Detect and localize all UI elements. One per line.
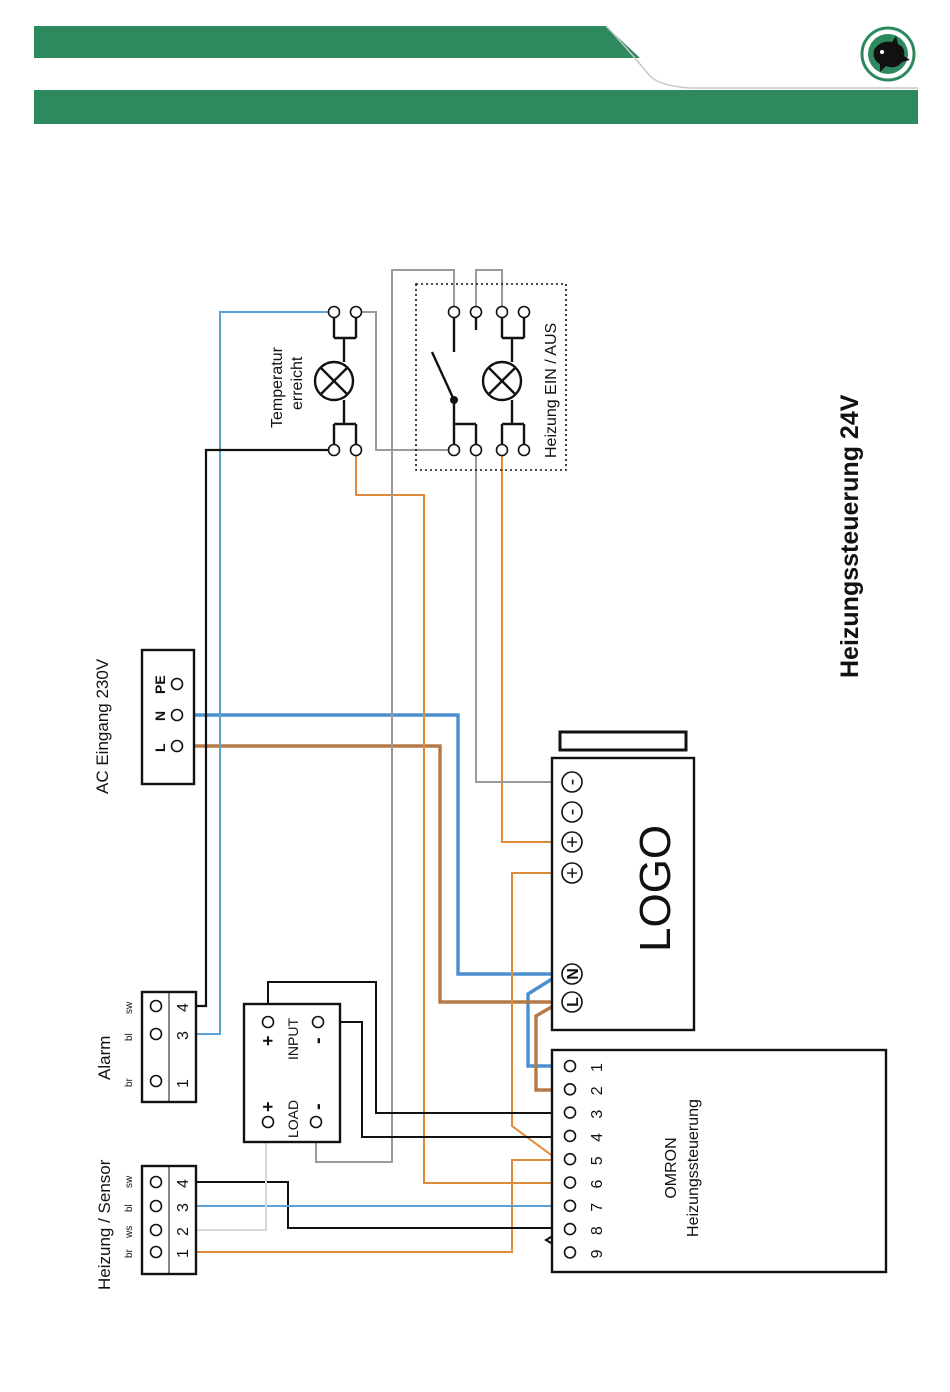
omron-label-1: OMRON — [663, 1137, 680, 1198]
alarm-screw-3 — [151, 1029, 162, 1040]
omron-terminal-number: 2 — [589, 1086, 606, 1095]
temp-lamp-term-1 — [329, 307, 340, 318]
temp-lamp-label-1: Temperatur — [269, 346, 286, 428]
ssr-input-minus-sign: - — [307, 1037, 329, 1044]
alarm-wire-sw: sw — [124, 1001, 135, 1014]
temp-lamp-term-3 — [329, 445, 340, 456]
omron-terminal-number: 9 — [589, 1249, 606, 1258]
wire-ssr-input-minus — [318, 1022, 570, 1137]
alarm-screw-1 — [151, 1076, 162, 1087]
omron-label-2: Heizungssteuerung — [685, 1099, 702, 1237]
sensor-num-3: 3 — [175, 1203, 192, 1212]
sensor-wire-bl: bl — [124, 1204, 135, 1212]
alarm-num-4: 4 — [175, 1003, 192, 1012]
header-top-bar — [34, 26, 640, 58]
ssr-input-label: INPUT — [285, 1018, 301, 1060]
omron-terminal-number: 5 — [589, 1156, 606, 1165]
ac-input-block: AC Eingang 230V L N PE — [93, 650, 194, 794]
switch-block: Heizung EIN / AUS — [416, 284, 566, 470]
ac-terminal-l: L — [152, 743, 168, 752]
alarm-label: Alarm — [95, 1036, 114, 1080]
header-bottom-bar — [34, 90, 918, 124]
sensor-block: Heizung / Sensor br ws bl sw 1 2 3 4 — [95, 1159, 196, 1290]
alarm-wire-bl: bl — [124, 1033, 135, 1041]
sensor-num-2: 2 — [175, 1227, 192, 1236]
ssr-input-plus — [263, 1017, 274, 1028]
svg-text:+: + — [562, 867, 584, 879]
sensor-screw-3 — [151, 1201, 162, 1212]
logo-module: LOGO - - + + N L — [552, 732, 694, 1030]
page-title: Heizungssteuerung 24V — [836, 394, 864, 678]
svg-text:L: L — [565, 997, 582, 1007]
ssr-load-label: LOAD — [285, 1100, 301, 1138]
logo-terminal-minus-2: - — [561, 802, 583, 822]
wire-lamp-gray — [356, 312, 454, 450]
svg-text:+: + — [562, 836, 584, 848]
header — [34, 26, 918, 124]
omron-terminal-number: 1 — [589, 1063, 606, 1072]
omron-block: OMRON Heizungssteuerung 1 2 3 4 5 6 7 8 9 — [552, 1050, 886, 1272]
ac-screw-n — [172, 710, 183, 721]
temp-lamp-term-2 — [351, 307, 362, 318]
logo-terminal-n: N — [562, 964, 582, 984]
svg-text:-: - — [561, 779, 583, 786]
alarm-wire-br: br — [124, 1077, 135, 1087]
wires — [156, 270, 570, 1252]
omron-terminal-number: 4 — [589, 1133, 606, 1142]
ssr-input-plus-sign: + — [258, 1035, 278, 1046]
temp-lamp-label-2: erreicht — [289, 356, 306, 410]
logo-module-label: LOGO — [631, 825, 680, 952]
fish-logo-icon — [862, 28, 914, 80]
sensor-num-4: 4 — [175, 1179, 192, 1188]
omron-terminal-number: 3 — [589, 1110, 606, 1119]
sensor-screw-1 — [151, 1247, 162, 1258]
temp-lamp-term-4 — [351, 445, 362, 456]
temp-lamp-block: Temperatur erreicht — [269, 307, 362, 456]
ssr-load-plus — [263, 1117, 274, 1128]
alarm-num-1: 1 — [175, 1079, 192, 1088]
svg-text:N: N — [565, 968, 582, 980]
omron-terminal-number: 6 — [589, 1180, 606, 1189]
sensor-wire-br: br — [124, 1248, 135, 1258]
sensor-label: Heizung / Sensor — [95, 1159, 114, 1290]
ac-input-box — [142, 650, 194, 784]
logo-terminal-minus-1: - — [561, 772, 583, 792]
wire-gray-loop — [476, 270, 502, 312]
ac-screw-l — [172, 741, 183, 752]
wire-gray-to-logo-minus — [476, 450, 570, 782]
omron-terminal-number: 7 — [589, 1203, 606, 1212]
ssr-input-minus — [313, 1017, 324, 1028]
ac-input-label: AC Eingang 230V — [93, 658, 112, 794]
omron-terminal-number: 8 — [589, 1226, 606, 1235]
wire-alarm-sw — [184, 450, 334, 1006]
sensor-wire-sw: sw — [124, 1175, 135, 1188]
sensor-screw-2 — [151, 1225, 162, 1236]
alarm-block: Alarm br bl sw 1 3 4 — [95, 992, 196, 1102]
switch-label: Heizung EIN / AUS — [543, 323, 560, 458]
ssr-load-minus-sign: - — [307, 1103, 329, 1110]
ssr-load-minus — [311, 1117, 322, 1128]
logo-module-cap — [560, 732, 686, 750]
logo-terminal-l: L — [562, 992, 582, 1012]
sensor-screw-4 — [151, 1177, 162, 1188]
alarm-screw-4 — [151, 1001, 162, 1012]
sensor-wire-ws: ws — [124, 1226, 135, 1239]
ac-terminal-pe: PE — [152, 675, 168, 694]
ssr-load-plus-sign: + — [258, 1101, 278, 1112]
alarm-num-3: 3 — [175, 1031, 192, 1040]
svg-text:-: - — [561, 809, 583, 816]
ssr-block: + INPUT - + LOAD - — [244, 1004, 340, 1142]
ac-screw-pe — [172, 679, 183, 690]
sensor-num-1: 1 — [175, 1249, 192, 1258]
ac-terminal-n: N — [152, 711, 168, 721]
wire-lamp-to-omron6 — [356, 450, 570, 1183]
